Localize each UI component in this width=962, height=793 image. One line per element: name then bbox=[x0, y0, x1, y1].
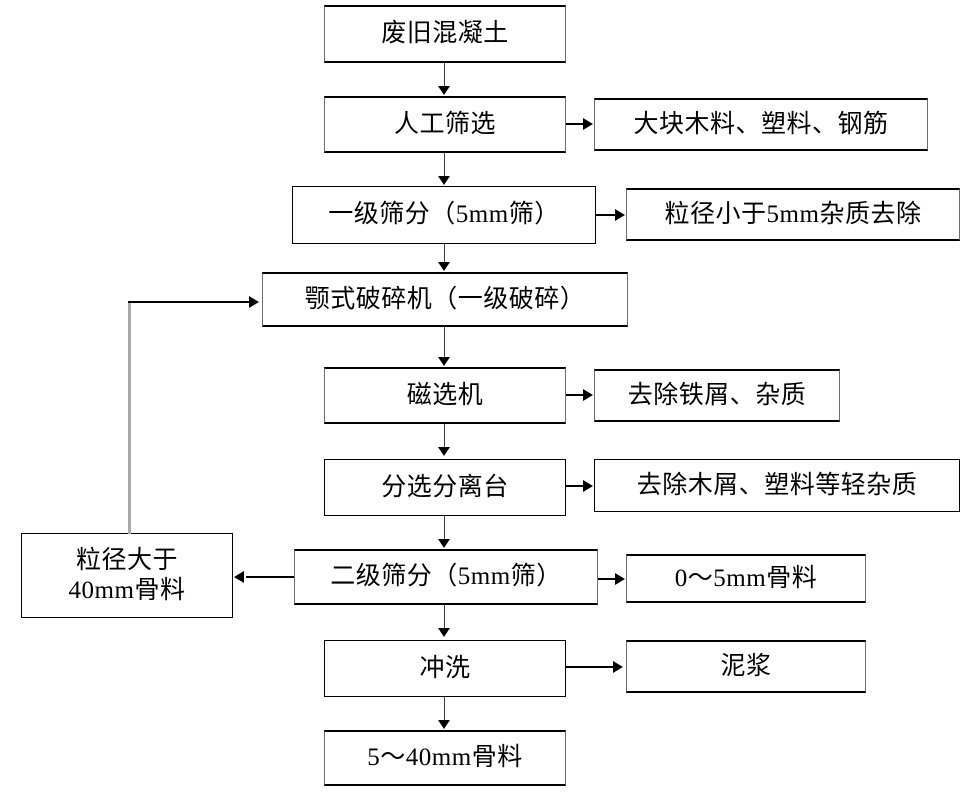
edge-washing-to-coarse-agg-arrow bbox=[438, 720, 450, 729]
edge-magnetic-to-iron-arrow bbox=[583, 389, 593, 401]
edge-crusher-to-magnetic-line bbox=[444, 327, 445, 357]
node-primary-screening[interactable]: 一级筛分（5mm筛） bbox=[292, 186, 596, 244]
node-label: 泥浆 bbox=[720, 652, 772, 680]
node-label: 冲洗 bbox=[419, 654, 471, 682]
edge-waste-to-manual-arrow bbox=[438, 86, 450, 95]
node-washing[interactable]: 冲洗 bbox=[324, 640, 566, 697]
edge-secondary-to-oversize-arrow bbox=[234, 571, 244, 583]
node-label: 5～40mm骨料 bbox=[367, 744, 523, 772]
node-sorting-separation-table[interactable]: 分选分离台 bbox=[324, 459, 566, 516]
node-waste-concrete[interactable]: 废旧混凝土 bbox=[324, 5, 566, 63]
node-label: 去除木屑、塑料等轻杂质 bbox=[636, 471, 918, 499]
node-remove-fines-under-5mm[interactable]: 粒径小于5mm杂质去除 bbox=[626, 188, 960, 241]
node-jaw-crusher[interactable]: 颚式破碎机（一级破碎） bbox=[262, 272, 628, 327]
edge-magnetic-to-iron-line bbox=[566, 394, 584, 396]
node-secondary-screening[interactable]: 二级筛分（5mm筛） bbox=[294, 549, 598, 605]
node-slurry[interactable]: 泥浆 bbox=[626, 640, 866, 693]
edge-table-to-sawdust-arrow bbox=[583, 480, 593, 492]
edge-manual-to-primary-line bbox=[444, 153, 445, 178]
edge-secondary-to-washing-arrow bbox=[438, 628, 450, 637]
edge-crusher-to-magnetic-arrow bbox=[438, 357, 450, 366]
edge-manual-to-debris-line bbox=[566, 123, 584, 125]
node-label: 大块木料、塑料、钢筋 bbox=[633, 110, 889, 138]
edge-oversize-feedback-arrow bbox=[249, 296, 259, 308]
edge-secondary-to-fine-agg-arrow bbox=[615, 573, 625, 585]
edge-table-to-sawdust-line bbox=[566, 485, 584, 487]
edge-magnetic-to-table-line bbox=[444, 424, 445, 448]
node-large-wood-plastic-rebar[interactable]: 大块木料、塑料、钢筋 bbox=[594, 98, 928, 151]
edge-secondary-to-washing-line bbox=[444, 605, 445, 629]
edge-manual-to-debris-arrow bbox=[583, 118, 593, 130]
edge-waste-to-manual-line bbox=[444, 63, 445, 88]
node-aggregate-5-40mm[interactable]: 5～40mm骨料 bbox=[324, 730, 566, 786]
node-label: 分选分离台 bbox=[381, 473, 509, 501]
node-label: 一级筛分（5mm筛） bbox=[328, 201, 560, 229]
node-label: 人工筛选 bbox=[393, 110, 496, 138]
node-label: 二级筛分（5mm筛） bbox=[330, 563, 562, 591]
node-oversize-over-40mm[interactable]: 粒径大于 40mm骨料 bbox=[21, 533, 233, 618]
edge-primary-to-fines-arrow bbox=[615, 209, 625, 221]
edge-washing-to-coarse-agg-line bbox=[444, 697, 445, 721]
edge-primary-to-crusher-line bbox=[444, 244, 445, 264]
edge-table-to-secondary-arrow bbox=[438, 539, 450, 548]
node-aggregate-0-5mm[interactable]: 0～5mm骨料 bbox=[626, 554, 866, 603]
edge-primary-to-fines-line bbox=[596, 214, 616, 216]
edge-table-to-secondary-line bbox=[444, 516, 445, 541]
node-label: 去除铁屑、杂质 bbox=[627, 381, 807, 409]
node-remove-iron-impurities[interactable]: 去除铁屑、杂质 bbox=[594, 369, 840, 422]
node-label: 0～5mm骨料 bbox=[674, 564, 818, 592]
edge-manual-to-primary-arrow bbox=[438, 176, 450, 185]
node-label: 废旧混凝土 bbox=[381, 20, 509, 48]
edge-oversize-feedback-vertical bbox=[128, 302, 131, 534]
node-label: 粒径小于5mm杂质去除 bbox=[664, 200, 922, 228]
edge-magnetic-to-table-arrow bbox=[438, 447, 450, 456]
edge-secondary-to-oversize-line bbox=[246, 576, 294, 578]
node-remove-sawdust-plastic[interactable]: 去除木屑、塑料等轻杂质 bbox=[594, 459, 960, 512]
node-magnetic-separator[interactable]: 磁选机 bbox=[324, 367, 566, 424]
node-label: 颚式破碎机（一级破碎） bbox=[304, 285, 586, 313]
node-label: 粒径大于 40mm骨料 bbox=[68, 547, 186, 604]
node-label: 磁选机 bbox=[406, 381, 484, 409]
edge-secondary-to-fine-agg-line bbox=[598, 578, 616, 580]
edge-washing-to-slurry-arrow bbox=[613, 661, 623, 673]
edge-oversize-feedback-horizontal bbox=[128, 301, 250, 303]
edge-washing-to-slurry-line bbox=[566, 666, 614, 668]
edge-primary-to-crusher-arrow bbox=[438, 262, 450, 271]
node-manual-sorting[interactable]: 人工筛选 bbox=[324, 96, 566, 153]
